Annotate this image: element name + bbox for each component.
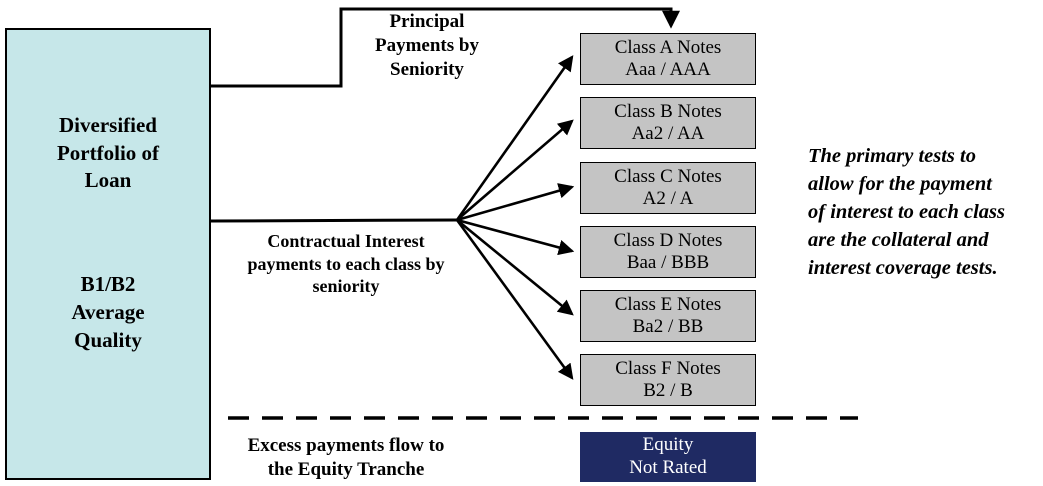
note-box-class-a: Class A Notes Aaa / AAA [580, 33, 756, 85]
diversified-portfolio-box: Diversified Portfolio of Loan B1/B2 Aver… [5, 28, 211, 480]
interest-arrow-class-c [456, 183, 575, 222]
note-rating: B2 / B [643, 380, 693, 401]
coverage-tests-annotation: The primary tests to allow for the payme… [808, 145, 1006, 280]
interest-trunk-line [210, 218, 458, 223]
note-box-class-c: Class C Notes A2 / A [580, 162, 756, 214]
interest-arrow-class-d [456, 218, 575, 256]
portfolio-quality: B1/B2 Average Quality [71, 272, 145, 352]
note-name: Class F Notes [615, 357, 721, 379]
excess-payments-label: Excess payments flow to the Equity Tranc… [247, 435, 445, 480]
note-rating: Baa / BBB [626, 252, 710, 273]
note-name: Class B Notes [614, 100, 722, 122]
note-box-class-f: Class F Notes B2 / B [580, 354, 756, 406]
note-name: Class C Notes [614, 165, 722, 187]
note-name: Class E Notes [614, 293, 722, 315]
equity-label: Equity Not Rated [629, 434, 707, 478]
portfolio-title: Diversified Portfolio of Loan [56, 113, 160, 193]
principal-payments-label: Principal Payments by Seniority [375, 11, 479, 80]
note-rating: Aa2 / AA [631, 123, 705, 144]
note-box-class-e: Class E Notes Ba2 / BB [580, 290, 756, 342]
interest-arrow-class-b [456, 119, 574, 221]
interest-arrow-class-e [456, 218, 574, 316]
note-rating: A2 / A [642, 188, 694, 209]
note-box-class-b: Class B Notes Aa2 / AA [580, 97, 756, 149]
note-rating: Ba2 / BB [632, 316, 704, 337]
note-name: Class D Notes [613, 229, 723, 251]
interest-arrow-class-f [455, 219, 574, 380]
equity-tranche-box: Equity Not Rated [580, 432, 756, 482]
interest-arrow-class-a [455, 55, 574, 221]
note-rating: Aaa / AAA [625, 59, 711, 80]
note-name: Class A Notes [614, 36, 722, 58]
note-box-class-d: Class D Notes Baa / BBB [580, 226, 756, 278]
contractual-interest-label: Contractual Interest payments to each cl… [247, 231, 445, 296]
